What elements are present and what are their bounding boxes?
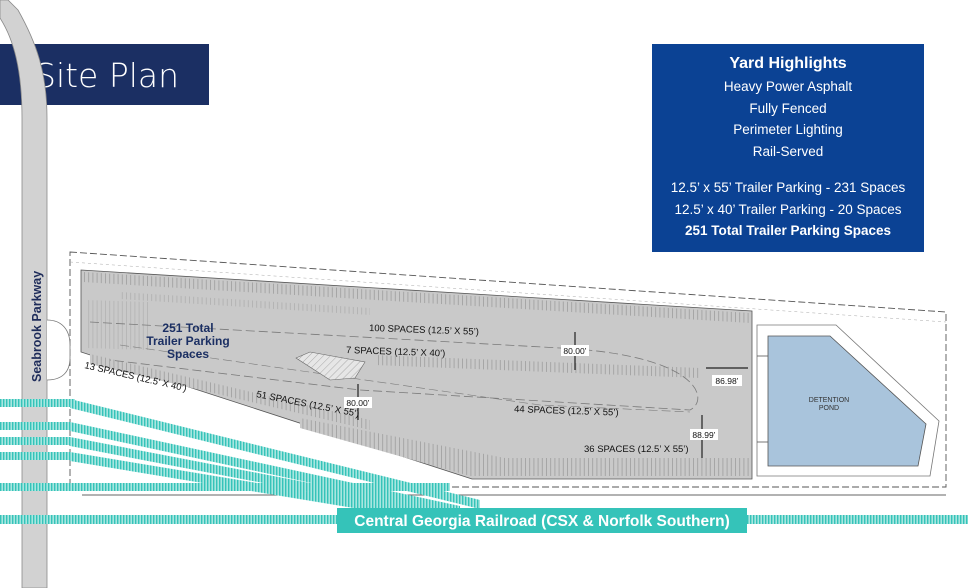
property-boundary bbox=[69, 251, 947, 488]
detention-pond bbox=[767, 335, 927, 467]
highlights-heading: Yard Highlights bbox=[729, 55, 847, 72]
rail-spur bbox=[70, 452, 420, 519]
row-label-7: 7 SPACES (12.5’ X 40’) bbox=[346, 345, 446, 359]
highlight-feature: Perimeter Lighting bbox=[733, 122, 843, 137]
railroad-label-box bbox=[337, 508, 747, 533]
rail-spur bbox=[70, 399, 480, 509]
rail-track bbox=[0, 437, 70, 445]
stall-row-left bbox=[90, 354, 370, 430]
pond-label: DETENTION bbox=[809, 397, 849, 404]
row-label-44: 44 SPACES (12.5’ X 55’) bbox=[514, 404, 619, 419]
stall-row-top bbox=[83, 272, 750, 323]
parking-line-40: 12.5’ x 40’ Trailer Parking - 20 Spaces bbox=[674, 201, 902, 217]
parking-total: 251 Total Trailer Parking Spaces bbox=[684, 223, 892, 238]
highlight-feature: Rail-Served bbox=[752, 143, 824, 159]
drive-aisle bbox=[89, 321, 699, 411]
stall-row-mid bbox=[375, 355, 700, 378]
page-title: Site Plan bbox=[35, 56, 180, 95]
lot-total-label: Spaces bbox=[167, 347, 209, 361]
row-label-100: 100 SPACES (12.5’ X 55’) bbox=[369, 323, 479, 338]
highlight-feature: Fully Fenced bbox=[749, 100, 827, 116]
rail-track bbox=[0, 452, 70, 460]
road-label: Seabrook Parkway bbox=[30, 271, 44, 382]
row-label-36: 36 SPACES (12.5’ X 55’) bbox=[584, 444, 689, 455]
highlight-feature: Heavy Power Asphalt bbox=[723, 79, 853, 94]
entrance-drive bbox=[46, 319, 71, 381]
rail-spur bbox=[70, 437, 440, 517]
dimension-label: 80.00’ bbox=[346, 398, 369, 408]
dimension-label: 80.00’ bbox=[563, 346, 586, 356]
stall-row-bottom bbox=[300, 418, 750, 476]
rail-spur bbox=[70, 422, 460, 515]
parking-lot bbox=[80, 269, 753, 480]
lot-total-label: Trailer Parking bbox=[146, 334, 229, 348]
dimension-label: 88.99’ bbox=[692, 430, 715, 440]
rail-track bbox=[0, 399, 75, 407]
yard-highlights-box: Yard Highlights Heavy Power Asphalt Full… bbox=[652, 44, 924, 252]
stall-row-diag bbox=[86, 300, 150, 350]
parking-line-55: 12.5’ x 55’ Trailer Parking - 231 Spaces bbox=[670, 180, 906, 195]
dimension-label: 86.98’ bbox=[715, 376, 738, 386]
lot-total-label: 251 Total bbox=[162, 321, 213, 335]
rail-track bbox=[0, 483, 450, 491]
stall-row-upper-mid bbox=[120, 292, 370, 315]
rail-track bbox=[0, 422, 70, 430]
hatched-island bbox=[295, 351, 366, 381]
railroad-label: Central Georgia Railroad (CSX & Norfolk … bbox=[354, 513, 730, 530]
pond-label: POND bbox=[819, 405, 839, 412]
